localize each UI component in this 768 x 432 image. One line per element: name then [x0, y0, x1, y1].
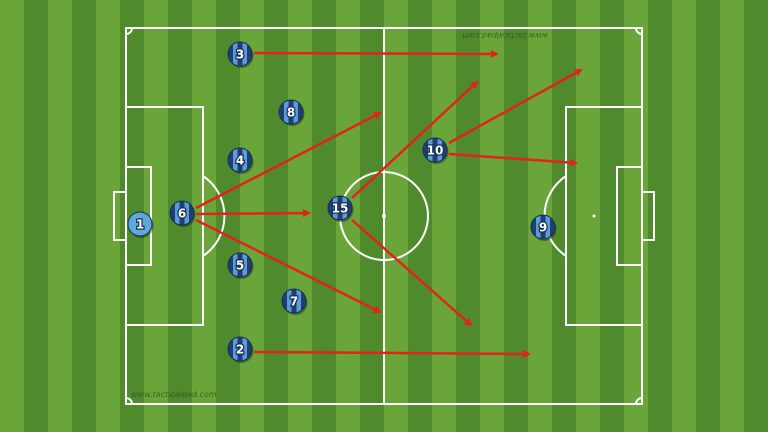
players-layer: 1 6 3 8 4 5 7 2 15 10 9 — [127, 41, 557, 363]
movement-arrow-from-3 — [253, 49, 499, 58]
grass-stripe — [24, 0, 48, 432]
player-10[interactable]: 10 — [422, 137, 449, 164]
player-1[interactable]: 1 — [127, 211, 154, 238]
player-disc — [278, 99, 304, 125]
player-6[interactable]: 6 — [169, 200, 196, 227]
grass-stripe — [696, 0, 720, 432]
grass-stripe — [624, 0, 648, 432]
corner-arc-tl — [125, 27, 133, 35]
player-7[interactable]: 7 — [281, 288, 308, 315]
grass-stripe — [672, 0, 696, 432]
player-disc — [422, 137, 448, 163]
player-number: 4 — [236, 154, 244, 168]
movement-arrow-from-6 — [195, 111, 382, 210]
grass-stripe — [0, 0, 24, 432]
corner-arc-br — [635, 397, 643, 405]
pitch-markings — [113, 27, 655, 405]
grass-stripe — [720, 0, 744, 432]
movement-arrow-from-2 — [253, 349, 531, 358]
corner-arc-tr — [635, 27, 643, 35]
player-disc — [227, 252, 253, 278]
grass-stripe — [456, 0, 480, 432]
right-goal — [641, 191, 655, 241]
grass-stripe — [504, 0, 528, 432]
player-number: 1 — [136, 218, 144, 232]
player-disc — [327, 195, 353, 221]
movement-arrow-from-10 — [448, 152, 578, 167]
movement-arrow-from-15 — [351, 80, 479, 199]
player-9[interactable]: 9 — [530, 214, 557, 241]
player-disc — [127, 211, 153, 237]
grass-stripe — [432, 0, 456, 432]
grass-stripe — [600, 0, 624, 432]
left-penalty-arc — [202, 175, 226, 257]
grass-stripe — [360, 0, 384, 432]
movement-arrow-from-15 — [351, 219, 473, 327]
player-disc — [227, 336, 253, 362]
grass-stripe — [264, 0, 288, 432]
player-5[interactable]: 5 — [227, 252, 254, 279]
player-number: 7 — [290, 295, 298, 309]
grass-stripe — [288, 0, 312, 432]
player-number: 10 — [427, 144, 444, 158]
player-4[interactable]: 4 — [227, 147, 254, 174]
movement-arrows — [195, 49, 583, 358]
player-number: 5 — [236, 259, 244, 273]
player-8[interactable]: 8 — [278, 99, 305, 126]
grass-stripe — [744, 0, 768, 432]
grass-stripe — [96, 0, 120, 432]
player-disc — [227, 147, 253, 173]
corner-arc-bl — [125, 397, 133, 405]
movement-arrow-from-10 — [448, 68, 583, 145]
grass-stripe — [384, 0, 408, 432]
player-disc — [530, 214, 556, 240]
player-number: 15 — [332, 202, 349, 216]
watermark-top-right: www.tacticalpad.com — [462, 31, 548, 40]
center-spot — [382, 214, 386, 218]
player-disc — [169, 200, 195, 226]
player-number: 8 — [287, 106, 295, 120]
grass-stripe — [48, 0, 72, 432]
watermark-bottom-left: www.tacticalpad.com — [131, 390, 217, 399]
movement-arrow-from-6 — [195, 209, 311, 218]
grass-stripe — [72, 0, 96, 432]
player-number: 2 — [236, 343, 244, 357]
grass-stripe — [576, 0, 600, 432]
right-penalty-spot — [592, 214, 596, 218]
grass-stripe — [480, 0, 504, 432]
player-15[interactable]: 15 — [327, 195, 354, 222]
grass-stripe — [648, 0, 672, 432]
player-number: 6 — [178, 207, 186, 221]
left-goal — [113, 191, 127, 241]
player-number: 9 — [539, 221, 547, 235]
player-3[interactable]: 3 — [227, 41, 254, 68]
grass-stripe — [552, 0, 576, 432]
movement-arrow-from-6 — [195, 218, 382, 314]
player-disc — [281, 288, 307, 314]
player-2[interactable]: 2 — [227, 336, 254, 363]
player-disc — [227, 41, 253, 67]
player-number: 3 — [236, 48, 244, 62]
